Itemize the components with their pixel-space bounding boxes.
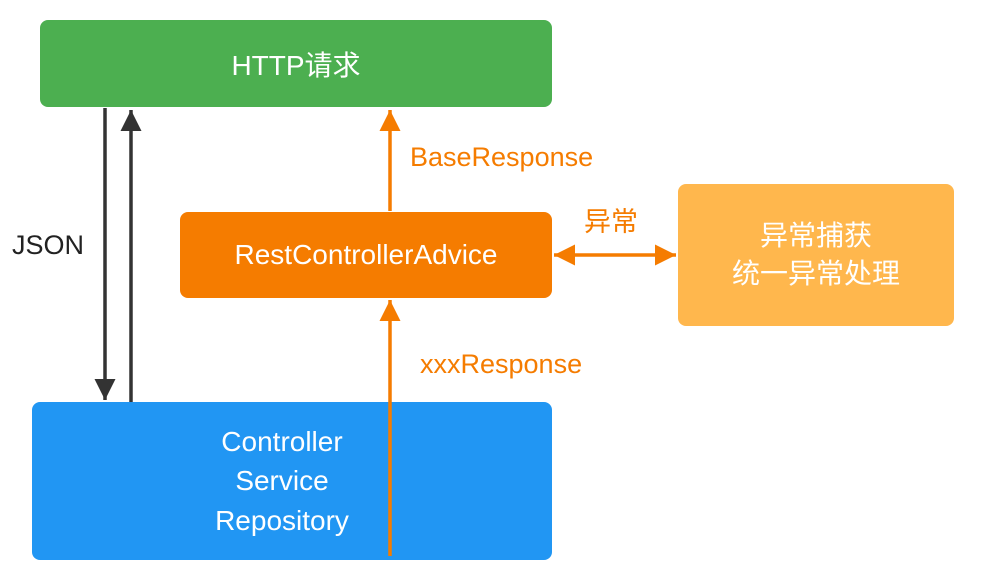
base-response-label: BaseResponse: [410, 142, 594, 172]
exception-handler-line2: 统一异常处理: [731, 258, 900, 289]
http-request-node: HTTP请求: [40, 20, 552, 107]
exception-label: 异常: [584, 207, 638, 237]
layer-service: Service: [235, 465, 329, 497]
layer-controller: Controller: [221, 426, 343, 458]
rest-controller-advice-node: RestControllerAdvice: [180, 212, 552, 298]
http-request-label: HTTP请求: [231, 49, 361, 81]
json-label: JSON: [12, 230, 85, 260]
xxx-response-label: xxxResponse: [420, 349, 583, 379]
layer-repository: Repository: [215, 504, 349, 536]
exception-handler-line1: 异常捕获: [759, 220, 872, 252]
exception-handler-node: 异常捕获 统一异常处理: [678, 184, 954, 326]
rest-controller-advice-label: RestControllerAdvice: [234, 239, 498, 270]
application-layers-node: Controller Service Repository: [32, 402, 552, 560]
